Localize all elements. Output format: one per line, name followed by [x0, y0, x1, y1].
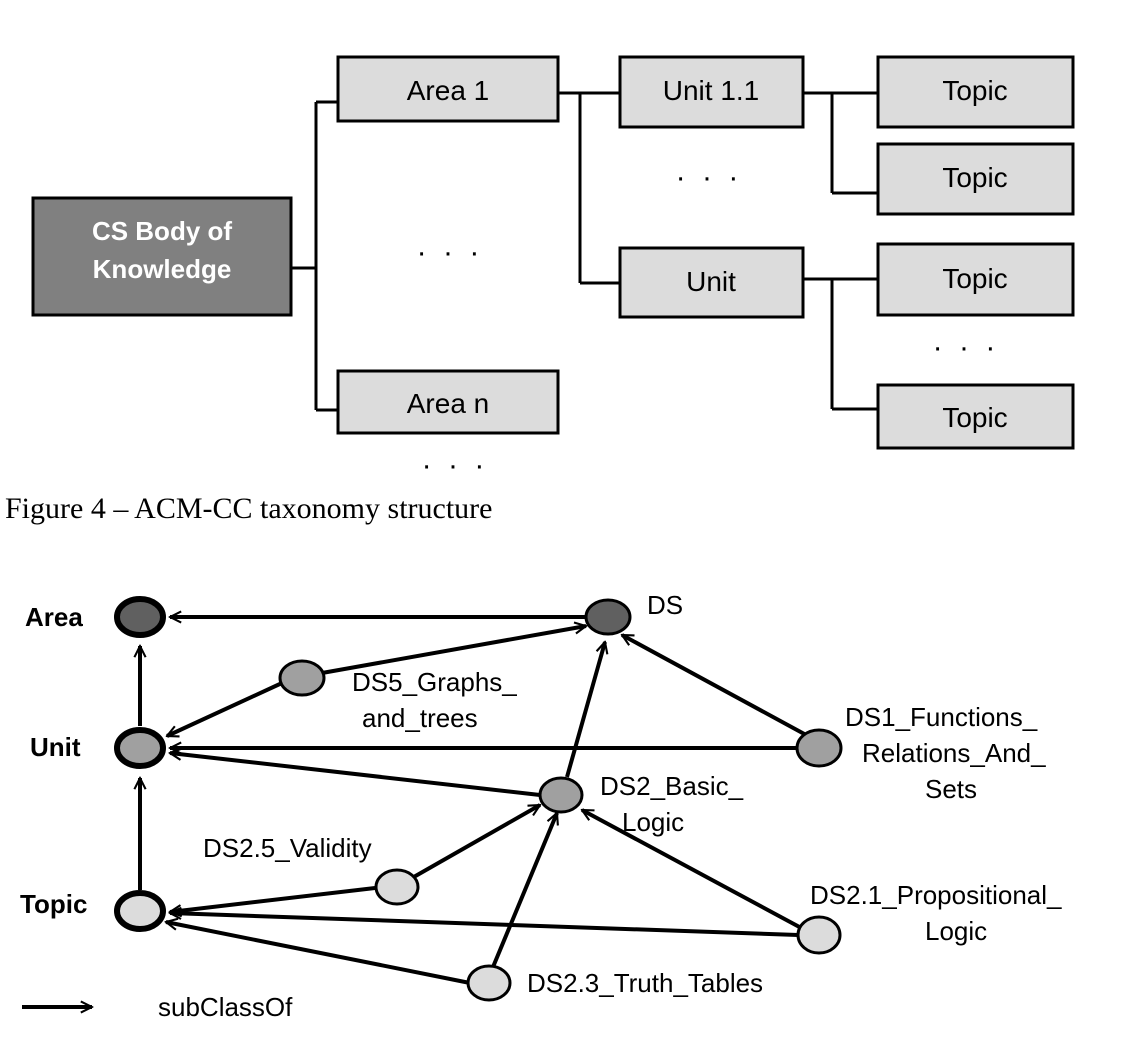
node-ds1-label: Relations_And_: [862, 738, 1046, 768]
topic-level-node: [114, 890, 166, 932]
edge-ds23-ds2: [491, 813, 557, 968]
edge-ds25-topic: [170, 886, 376, 912]
area-label: Area n: [407, 388, 490, 419]
ontology-graph: Area Unit Topic DS DS5_Graphs_ and_trees…: [20, 590, 1062, 1022]
topic-node: Topic: [876, 55, 1075, 129]
graph-edges: [140, 617, 809, 985]
area-node: Area 1: [336, 55, 560, 123]
topic-node: Topic: [876, 383, 1075, 450]
unit-node: Unit: [618, 246, 805, 319]
node-ds-label: DS: [647, 590, 683, 620]
node-ds21-label: DS2.1_Propositional_: [810, 880, 1062, 910]
topic-label: Topic: [942, 162, 1007, 193]
ellipsis: · · ·: [676, 161, 743, 194]
node-ds5-label: DS5_Graphs_: [352, 667, 517, 697]
topic-label: Topic: [942, 402, 1007, 433]
topic-node: Topic: [876, 142, 1075, 216]
node-ds2-label: DS2_Basic_: [600, 771, 744, 801]
unit-node: Unit 1.1: [618, 55, 805, 129]
edge-ds2-ds: [565, 642, 605, 778]
node-ds5: [278, 659, 326, 697]
unit-label: Unit: [686, 266, 736, 297]
area-node: Area n: [336, 369, 560, 435]
level-label-topic: Topic: [20, 889, 87, 919]
node-ds2: [538, 776, 584, 814]
ellipsis: · · ·: [422, 449, 489, 482]
taxonomy-tree: CS Body of Knowledge Area 1 Area n Unit …: [5, 55, 1075, 525]
level-label-unit: Unit: [30, 732, 81, 762]
edge-ds21-topic: [170, 913, 799, 937]
legend-label: subClassOf: [158, 992, 293, 1022]
root-node: CS Body of Knowledge: [31, 196, 293, 317]
ellipsis: · · ·: [933, 331, 1000, 364]
topic-node: Topic: [876, 242, 1075, 317]
node-ds21-label: Logic: [925, 916, 987, 946]
legend: subClassOf: [22, 992, 293, 1022]
node-ds1-label: DS1_Functions_: [845, 702, 1038, 732]
node-ds25-label: DS2.5_Validity: [203, 833, 372, 863]
node-ds5-label: and_trees: [362, 703, 478, 733]
node-ds23: [466, 964, 512, 1002]
node-ds25: [374, 868, 420, 906]
node-ds1: [795, 728, 843, 768]
edge-ds5-unit: [167, 681, 283, 738]
root-label-line1: CS Body of: [92, 216, 232, 246]
edge-ds25-ds2: [411, 803, 540, 880]
node-ds21: [796, 915, 842, 955]
unit-level-node: [114, 727, 166, 769]
area-level-node: [114, 596, 166, 638]
edge-ds2-unit: [170, 753, 541, 797]
topic-label: Topic: [942, 263, 1007, 294]
topic-label: Topic: [942, 75, 1007, 106]
level-label-area: Area: [25, 602, 83, 632]
edge-ds1-ds: [622, 633, 809, 738]
ellipsis: · · ·: [417, 236, 484, 269]
edge-ds5-ds: [321, 626, 586, 675]
edge-ds23-topic: [166, 922, 471, 985]
node-ds1-label: Sets: [925, 774, 977, 804]
figure-caption: Figure 4 – ACM-CC taxonomy structure: [5, 492, 492, 525]
tree-connectors: [291, 91, 878, 412]
unit-label: Unit 1.1: [663, 75, 760, 106]
edge-ds21-ds2: [582, 808, 806, 932]
node-ds: [584, 598, 632, 636]
node-ds23-label: DS2.3_Truth_Tables: [527, 968, 763, 998]
root-label-line2: Knowledge: [93, 254, 232, 284]
area-label: Area 1: [407, 75, 490, 106]
node-ds2-label: Logic: [622, 807, 684, 837]
